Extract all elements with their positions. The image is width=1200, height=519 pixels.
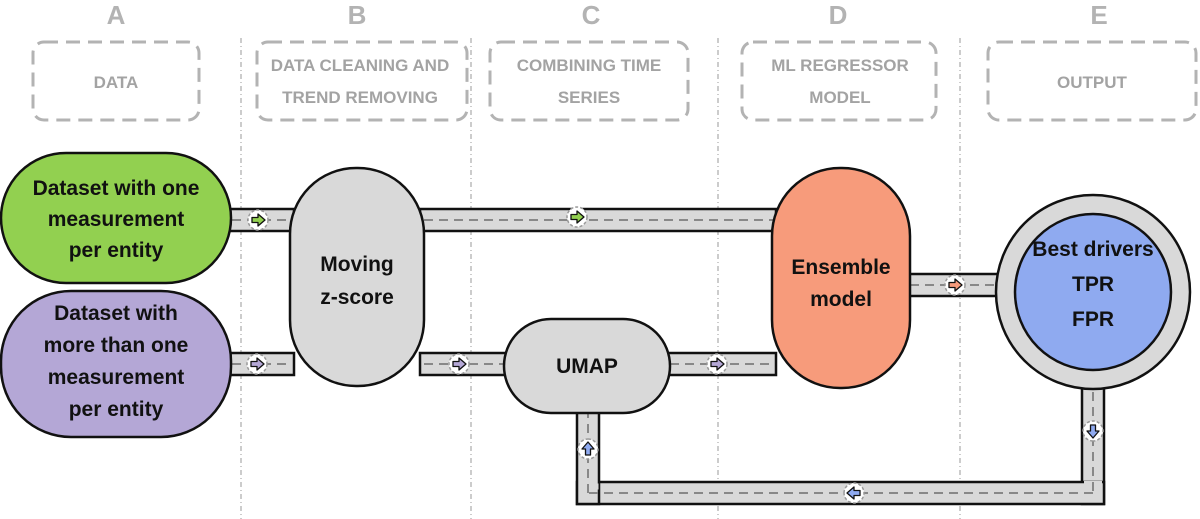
node-dataset-one-line2: measurement [48,208,185,231]
node-output-core [1013,212,1173,372]
node-ensemble-line2: model [810,288,872,311]
stage-title-data: DATA [94,73,139,92]
node-dataset-many-line1: Dataset with [54,302,178,325]
node-output-line3: FPR [1072,308,1114,331]
stage-title-output: OUTPUT [1057,73,1128,92]
flow-arrow-icon [566,206,588,228]
node-output-line2: TPR [1072,273,1114,296]
stage-title-combining-line1: COMBINING TIME [517,56,662,75]
node-umap-shape [502,317,672,415]
flow-arrow-icon [448,353,470,375]
node-dataset-many-line3: measurement [48,366,185,389]
node-moving-zscore-line1: Moving [320,253,394,276]
node-dataset-many-line4: per entity [69,398,164,421]
stage-box-combining [488,40,690,122]
stage-box-output [986,40,1198,122]
node-output: Best drivers TPR FPR [994,193,1192,391]
flow-arrow-icon [577,438,599,460]
stage-title-ml-line1: ML REGRESSOR [771,56,909,75]
flow-arrows [246,206,1104,504]
column-letter-a: A [107,0,126,30]
node-dataset-one: Dataset with one measurement per entity [0,151,233,285]
flow-arrow-icon [247,209,269,231]
column-letter-b: B [348,0,367,30]
node-umap: UMAP [502,317,672,415]
stage-box-ml [740,40,938,122]
column-letter-d: D [829,0,848,30]
flow-arrow-icon [246,353,268,375]
stage-box-cleaning [255,40,469,122]
column-letter-c: C [582,0,601,30]
node-ensemble: Ensemble model [770,166,912,390]
node-dataset-one-line1: Dataset with one [33,177,200,200]
column-letter-e: E [1090,0,1107,30]
node-dataset-many-line2: more than one [44,334,189,357]
node-umap-label: UMAP [556,355,618,378]
node-dataset-many: Dataset with more than one measurement p… [0,289,233,439]
node-ensemble-line1: Ensemble [791,256,890,279]
node-moving-zscore: Moving z-score [288,166,426,388]
flow-arrow-icon [706,353,728,375]
stage-title-combining-line2: SERIES [558,88,620,107]
pipe-feedback-loop [575,386,1106,506]
node-dataset-one-line3: per entity [69,239,164,262]
node-dataset-many-shape [0,289,233,439]
flow-arrow-icon [944,274,966,296]
node-moving-zscore-line2: z-score [320,286,394,309]
flow-arrow-icon [1082,420,1104,442]
flow-arrow-icon [843,482,865,504]
node-output-line1: Best drivers [1032,238,1153,261]
node-moving-zscore-shape [288,166,426,388]
pipe-zscore-to-ensemble [418,207,778,233]
stage-title-cleaning-line1: DATA CLEANING AND [271,56,449,75]
node-ensemble-shape [770,166,912,390]
pipes [226,207,1106,506]
node-dataset-one-shape [0,151,233,285]
stage-title-cleaning-line2: TREND REMOVING [282,88,438,107]
stage-box-data [31,40,201,122]
stage-title-ml-line2: MODEL [809,88,870,107]
